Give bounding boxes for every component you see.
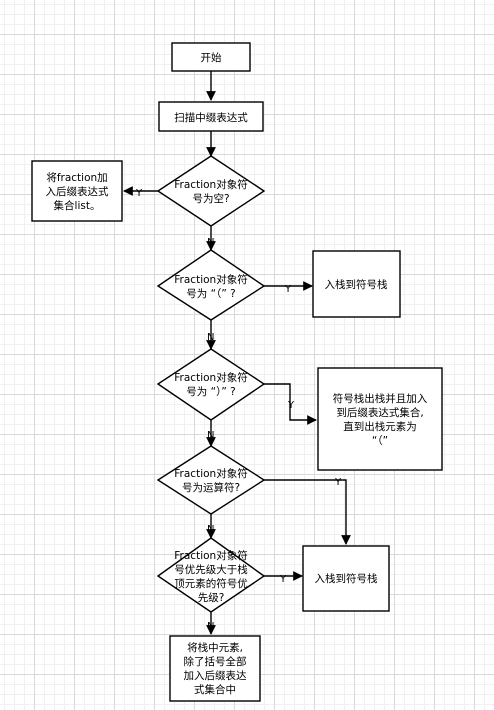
- edge-label-rparen-yes: Y: [287, 400, 295, 411]
- node-push-lparen[interactable]: 入栈到符号栈: [312, 250, 401, 318]
- edge-label-rparen-no: N: [207, 430, 214, 441]
- label-line: 入栈到符号栈: [325, 278, 388, 291]
- node-pop-until-label: 符号栈出栈并且加入到后缀表达式集合,直到出栈元素为 “（”: [333, 392, 428, 447]
- label-line: 号为空?: [192, 192, 229, 205]
- node-push-lparen-label: 入栈到符号栈: [325, 278, 388, 291]
- decision-rparen-label: Fraction对象符号为 “）” ?: [174, 371, 247, 398]
- label-line: 加入后缀表达: [184, 669, 247, 682]
- decision-op[interactable]: Fraction对象符号为运算符?: [156, 445, 266, 515]
- label-line: “（”: [372, 435, 388, 447]
- decision-lparen-label: Fraction对象符号为 “（” ?: [174, 273, 247, 300]
- label-line: 符号栈出栈并且加入: [333, 392, 428, 405]
- label-line: 将栈中元素,: [187, 641, 243, 654]
- label-line: Fraction对象符: [174, 273, 247, 286]
- label-line: Fraction对象符: [174, 467, 247, 480]
- edge-label-lparen-yes: Y: [284, 284, 292, 295]
- label-line: 入后缀表达式: [46, 185, 109, 198]
- decision-null-label: Fraction对象符号为空?: [174, 178, 247, 205]
- decision-priority[interactable]: Fraction对象符号优先级大于栈顶元素的符号优先级?: [156, 537, 266, 613]
- label-line: 号为 “（” ?: [186, 288, 235, 300]
- label-line: Fraction对象符: [174, 178, 247, 191]
- label-line: 扫描中缀表达式: [174, 111, 248, 124]
- node-push-op-label: 入栈到符号栈: [315, 572, 378, 585]
- node-push-op[interactable]: 入栈到符号栈: [302, 545, 390, 612]
- node-add-list-label: 将fraction加入后缀表达式集合list。: [46, 172, 109, 212]
- label-line: 号为 “）” ?: [186, 386, 235, 398]
- label-line: 先级?: [198, 592, 225, 604]
- edge-label-null-no: N: [207, 237, 214, 248]
- node-start-label: 开始: [201, 51, 222, 64]
- node-add-list[interactable]: 将fraction加入后缀表达式集合list。: [31, 160, 123, 222]
- label-line: 式集合中: [194, 683, 236, 696]
- edge-rparen-yes: [264, 383, 317, 425]
- edge-op-yes: [264, 479, 351, 545]
- label-line: 集合list。: [54, 199, 101, 212]
- node-pop-until[interactable]: 符号栈出栈并且加入到后缀表达式集合,直到出栈元素为 “（”: [317, 367, 443, 471]
- decision-rparen[interactable]: Fraction对象符号为 “）” ?: [156, 348, 266, 421]
- label-line: 将fraction加: [46, 172, 107, 184]
- label-line: 号优先级大于栈: [174, 563, 248, 576]
- decision-priority-label: Fraction对象符号优先级大于栈顶元素的符号优先级?: [174, 549, 248, 604]
- label-line: Fraction对象符: [174, 371, 247, 384]
- label-line: 除了括号全部: [184, 655, 247, 668]
- label-line: 到后缀表达式集合,: [336, 406, 423, 419]
- edge-label-prio-yes: Y: [279, 574, 287, 585]
- label-line: 直到出栈元素为: [343, 420, 417, 433]
- label-line: 顶元素的符号优: [174, 577, 248, 590]
- edge-labels: Y N Y N Y N Y N Y N: [135, 188, 342, 632]
- node-start[interactable]: 开始: [171, 42, 251, 72]
- node-scan-label: 扫描中缀表达式: [174, 111, 248, 124]
- edge-label-null-yes: Y: [135, 188, 143, 199]
- label-line: 号为运算符?: [182, 481, 240, 494]
- node-final-label: 将栈中元素,除了括号全部加入后缀表达式集合中: [184, 641, 247, 696]
- node-scan[interactable]: 扫描中缀表达式: [158, 101, 264, 132]
- edge-label-op-no: N: [207, 524, 214, 535]
- decision-null[interactable]: Fraction对象符号为空?: [156, 155, 266, 227]
- label-line: Fraction对象符: [174, 549, 247, 562]
- decision-op-label: Fraction对象符号为运算符?: [174, 467, 247, 494]
- decision-lparen[interactable]: Fraction对象符号为 “（” ?: [156, 249, 266, 321]
- edge-label-op-yes: Y: [334, 477, 342, 488]
- label-line: 开始: [201, 51, 222, 64]
- edge-label-prio-no: N: [207, 621, 214, 632]
- edges: [123, 71, 351, 635]
- edge-label-lparen-no: N: [207, 332, 214, 343]
- label-line: 入栈到符号栈: [315, 572, 378, 585]
- node-final[interactable]: 将栈中元素,除了括号全部加入后缀表达式集合中: [169, 635, 261, 702]
